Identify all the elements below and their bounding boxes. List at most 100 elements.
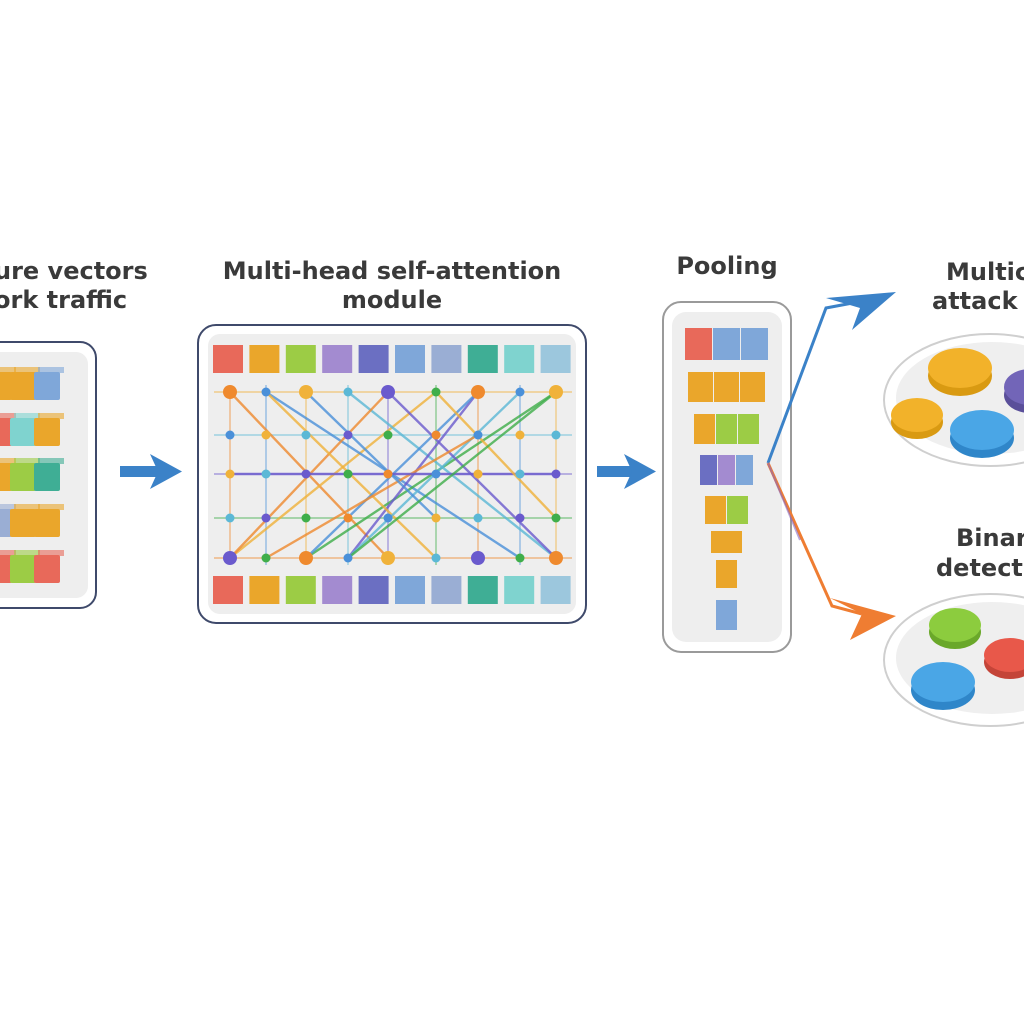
input-vector-cell [34, 372, 60, 400]
attention-node [225, 430, 235, 440]
pooling-block [700, 455, 717, 485]
attention-input-token [431, 345, 462, 373]
pooling-block [718, 455, 735, 485]
attention-input-token [358, 345, 389, 373]
attention-node [225, 469, 235, 479]
attention-node [381, 551, 395, 565]
attention-input-tokens [213, 345, 571, 373]
input-vector-cell [34, 509, 60, 537]
attention-node [431, 553, 441, 563]
input-vector-cell [34, 418, 60, 446]
attention-output-token [322, 576, 353, 604]
pooling-block [688, 372, 713, 402]
attention-node [261, 553, 271, 563]
attention-input-token [504, 345, 535, 373]
attention-output-token [540, 576, 571, 604]
attention-node [431, 469, 441, 479]
multiclass-class-purple [1004, 369, 1024, 413]
binary-stage-title-line1: Binar [956, 524, 1024, 552]
attention-node [515, 387, 525, 397]
attention-node [383, 469, 393, 479]
pooling-block [738, 414, 759, 444]
attention-node [551, 513, 561, 523]
attention-node [515, 469, 525, 479]
attention-node [383, 430, 393, 440]
attention-node [343, 469, 353, 479]
attention-node [381, 385, 395, 399]
attention-node [515, 513, 525, 523]
pooling-block [716, 414, 737, 444]
attention-node [431, 513, 441, 523]
pooling-block [713, 328, 740, 360]
multiclass-stage-title-line2: attack t [932, 287, 1024, 315]
attention-node [473, 430, 483, 440]
multiclass-class-orange [891, 398, 943, 439]
input-vector-cell [10, 509, 36, 537]
input-vector-cell-top [38, 550, 64, 556]
attention-input-token [540, 345, 571, 373]
input-vector-cell-top [38, 413, 64, 419]
attention-node [343, 553, 353, 563]
attention-input-token [249, 345, 280, 373]
input-vector-cell-top [38, 458, 64, 464]
attention-node [471, 385, 485, 399]
attention-node [299, 385, 313, 399]
input-vector-cell-top [14, 458, 40, 464]
attention-output-token [467, 576, 498, 604]
pooling-block [714, 372, 739, 402]
flow-arrow-icon [597, 454, 656, 489]
attention-node [551, 430, 561, 440]
input-vector-cell [34, 555, 60, 583]
attention-nodes [223, 385, 563, 565]
attention-output-token [431, 576, 462, 604]
pooling-block [736, 455, 753, 485]
attention-output-token [504, 576, 535, 604]
attention-node [515, 553, 525, 563]
binary-stage-title-line2: detecti [936, 554, 1024, 582]
attention-node [225, 513, 235, 523]
pooling-block [716, 600, 737, 630]
pooling-funnel-blocks [685, 328, 768, 630]
input-vector-cell-top [0, 413, 16, 419]
input-stage-title-line2: ork traffic [0, 286, 127, 314]
input-vector-cell [10, 463, 36, 491]
flow-arrow-icon [120, 454, 182, 489]
multiclass-stage-title-line1: Multic [946, 258, 1024, 286]
attention-stage-title-line1: Multi-head self-attention [223, 257, 562, 285]
pooling-block [727, 496, 748, 524]
input-vector-cell [10, 372, 36, 400]
attention-node [343, 430, 353, 440]
input-vector-cell [0, 372, 12, 400]
attention-node [431, 430, 441, 440]
attention-node [343, 387, 353, 397]
pooling-block [740, 372, 765, 402]
binary-class-green [929, 608, 981, 649]
attention-node [515, 430, 525, 440]
attention-link [435, 391, 557, 519]
attention-output-token [395, 576, 425, 604]
attention-node [261, 469, 271, 479]
attention-output-token [285, 576, 316, 604]
attention-node [473, 513, 483, 523]
attention-node [549, 385, 563, 399]
pooling-block [741, 328, 768, 360]
attention-input-token [285, 345, 316, 373]
attention-output-token [213, 576, 243, 604]
input-vector-cell-top [14, 367, 40, 373]
pooling-block [694, 414, 715, 444]
attention-node [301, 430, 311, 440]
pooling-block [685, 328, 712, 360]
attention-node [223, 551, 237, 565]
attention-node [299, 551, 313, 565]
split-arrow-icon [766, 292, 896, 640]
attention-node [261, 513, 271, 523]
input-vector-cell [0, 463, 12, 491]
binary-class-red [984, 638, 1024, 679]
multiclass-class-yellow [928, 348, 992, 396]
input-vector-cell [10, 418, 36, 446]
attention-link [305, 391, 437, 519]
attention-input-token [213, 345, 243, 373]
input-vector-cell [0, 509, 12, 537]
input-vector-cell-top [14, 504, 40, 510]
